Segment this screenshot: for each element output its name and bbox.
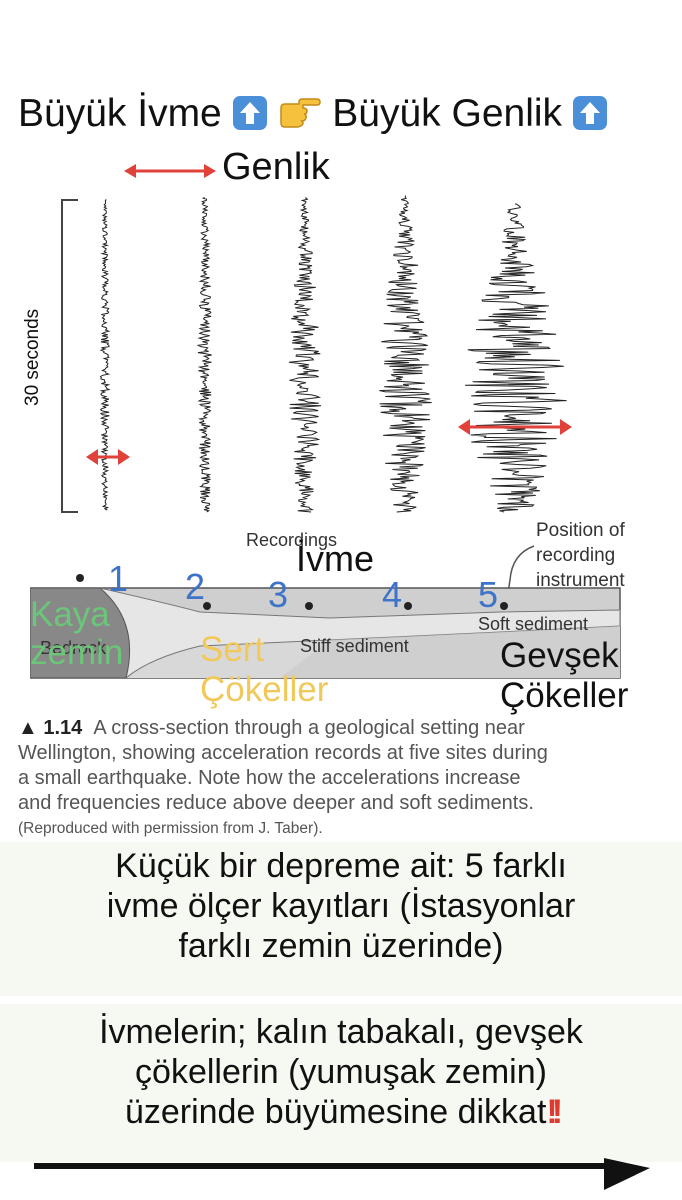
figure-number: 1.14 bbox=[43, 717, 82, 739]
title-part1: Büyük İvme bbox=[18, 92, 222, 135]
amplitude-double-arrow-icon bbox=[122, 160, 218, 182]
sert-cokeller-label: Sert Çökeller bbox=[200, 630, 328, 710]
seismogram-trace-5 bbox=[465, 204, 566, 512]
site-marker-3 bbox=[305, 602, 313, 610]
ivme-label: İvme bbox=[296, 538, 374, 580]
seconds-label: 30 seconds bbox=[22, 309, 44, 406]
site-marker-5 bbox=[500, 602, 508, 610]
kaya-zemin-label: Kaya zemin bbox=[30, 596, 123, 672]
site-number-3: 3 bbox=[268, 574, 288, 616]
gevsek-cokeller-label: Gevşek Çökeller bbox=[500, 636, 628, 716]
figure-caption: ▲ 1.14 A cross-section through a geologi… bbox=[18, 716, 658, 841]
up-arrow-emoji-icon bbox=[233, 96, 267, 130]
seismogram-trace-2 bbox=[198, 198, 212, 512]
title: Büyük İvme Büyük Genlik bbox=[18, 92, 682, 136]
seismogram-trace-4 bbox=[379, 196, 431, 512]
site-number-2: 2 bbox=[185, 566, 205, 608]
seismogram-trace-3 bbox=[289, 198, 321, 512]
amplitude-arrow-site1-icon bbox=[84, 444, 132, 470]
summary-box-1: Küçük bir depreme ait: 5 farklı ivme ölç… bbox=[0, 842, 682, 996]
title-part2: Büyük Genlik bbox=[332, 92, 562, 135]
genlik-label: Genlik bbox=[222, 146, 330, 189]
soft-sediment-label: Soft sediment bbox=[478, 614, 588, 635]
site-number-4: 4 bbox=[382, 574, 402, 616]
site-number-5: 5 bbox=[478, 574, 498, 616]
site-number-1: 1 bbox=[108, 558, 128, 600]
bottom-arrow-icon bbox=[32, 1158, 652, 1194]
figure-credit: (Reproduced with permission from J. Tabe… bbox=[18, 816, 658, 841]
up-arrow-emoji-icon bbox=[573, 96, 607, 130]
seismograms bbox=[60, 190, 620, 530]
summary-box-2: İvmelerin; kalın tabakalı, gevşek çökell… bbox=[0, 1004, 682, 1162]
amplitude-arrow-site5-icon bbox=[456, 414, 574, 440]
pointing-hand-icon bbox=[277, 96, 321, 130]
double-exclamation-icon: !! bbox=[546, 1093, 557, 1131]
site-marker-1 bbox=[76, 574, 84, 582]
site-marker-4 bbox=[404, 602, 412, 610]
